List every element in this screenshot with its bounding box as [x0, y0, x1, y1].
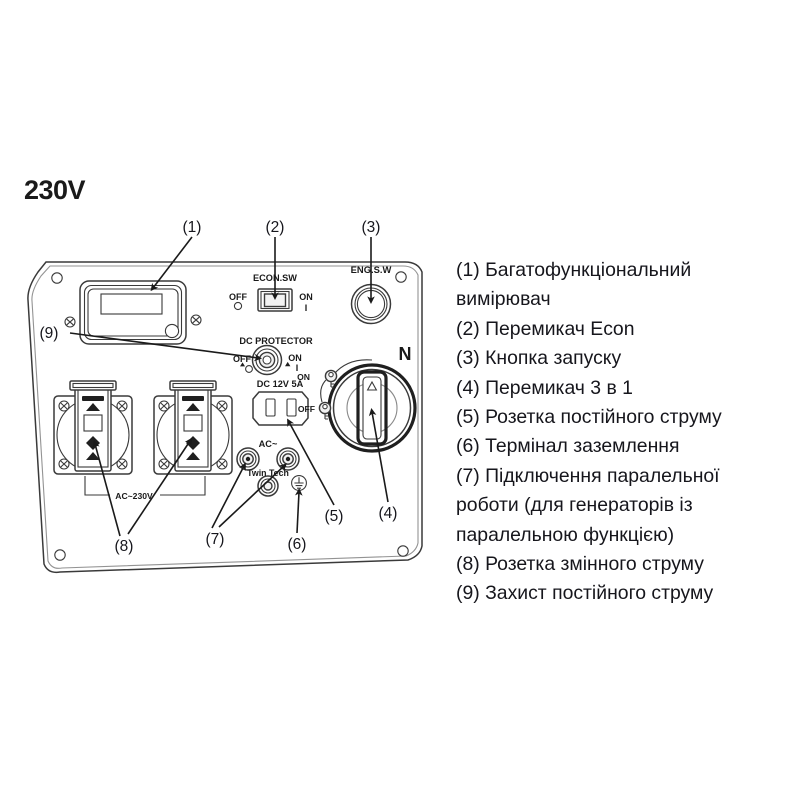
ac-outlets-bracket [84, 476, 206, 496]
callout-leaders [69, 236, 389, 537]
dc-protector-on-mark: I [296, 363, 299, 373]
dc-on-symbol [285, 361, 291, 367]
legend-item-1: (1) Багатофункціональний вимірювач [456, 259, 692, 311]
legend-item-4: (4) Перемикач 3 в 1 [456, 376, 633, 399]
ac-outlet-right [153, 380, 233, 475]
knob-off-key [318, 401, 332, 420]
meter-lcd [100, 293, 163, 315]
callout-numbers: (1) (2) (3) (4) (5) (6) (7) (8) (9) [40, 219, 398, 555]
dc-protector-off-label: OFF [233, 354, 251, 364]
legend-item-8: (8) Розетка змінного струму [456, 553, 704, 576]
knob-off-label: OFF [298, 404, 315, 414]
ac-terminals-label: AC~ [259, 439, 278, 449]
legend-list: (1) Багатофункціональний вимірювач (2) П… [456, 256, 786, 609]
panel-body [27, 261, 423, 574]
econ-off-mark [233, 301, 243, 311]
callout-6: (6) [288, 536, 307, 553]
callout-7: (7) [206, 531, 225, 548]
callout-2: (2) [266, 219, 285, 236]
dc-socket-slot-left [265, 398, 276, 417]
page-title: 230V [24, 175, 86, 205]
dc-off-mark [245, 365, 253, 373]
meter-button [164, 323, 180, 339]
twin-tech-terminal-right [276, 447, 300, 471]
knob-n-arc [333, 359, 373, 375]
mounting-hole-bottom-left [54, 549, 66, 561]
knob-on-key [324, 369, 338, 388]
econ-switch-label: ECON.SW [253, 273, 297, 283]
meter-screw-right [190, 314, 202, 326]
econ-on-label: ON [299, 292, 313, 302]
dc-protector-button [251, 344, 283, 376]
mounting-hole-top-right [395, 271, 407, 283]
callout-3: (3) [362, 219, 381, 236]
legend-item-2: (2) Перемикач Econ [456, 317, 635, 340]
ac-outlet-left [53, 380, 133, 475]
rotary-knob-3in1 [318, 359, 417, 453]
legend-item-7: (7) Підключення паралельної роботи (для … [456, 464, 720, 546]
legend-item-5: (5) Розетка постійного струму [456, 406, 722, 429]
callout-8: (8) [115, 538, 134, 555]
parallel-connector-center [257, 475, 279, 497]
callout-1: (1) [183, 219, 202, 236]
dc-socket [252, 391, 309, 426]
mounting-hole-top-left [51, 272, 63, 284]
dc-protector-label: DC PROTECTOR [239, 336, 313, 346]
ground-terminal [291, 475, 307, 494]
meter-screw-left [64, 316, 76, 328]
legend-item-6: (6) Термінал заземлення [456, 435, 680, 458]
dc-off-symbol [240, 362, 245, 367]
callout-9: (9) [40, 325, 59, 342]
callout-4: (4) [379, 505, 398, 522]
multifunction-meter [64, 280, 202, 345]
legend-item-3: (3) Кнопка запуску [456, 347, 622, 370]
knob-on-label: ON [297, 372, 310, 382]
twin-tech-terminal-left [236, 447, 260, 471]
dc-socket-slot-right [286, 398, 297, 417]
dc-socket-label: DC 12V 5A [257, 379, 304, 389]
engine-switch-label: ENG.S.W [351, 264, 392, 275]
knob-off-on-arc [320, 379, 327, 403]
mounting-hole-bottom-right [397, 545, 409, 557]
twin-tech-label: Twin Tech [247, 468, 289, 478]
ac-outlets-label: AC~230V [115, 491, 153, 501]
panel-mounting-holes [51, 271, 409, 561]
econ-on-mark: I [305, 303, 308, 313]
knob-n-label: N [399, 344, 412, 364]
panel-text-labels: ECON.SW OFF ON I ENG.S.W DC PROTECTOR OF… [115, 264, 411, 501]
dc-protector-on-label: ON [288, 353, 302, 363]
legend-item-9: (9) Захист постійного струму [456, 582, 714, 605]
econ-off-label: OFF [229, 292, 247, 302]
callout-5: (5) [325, 508, 344, 525]
